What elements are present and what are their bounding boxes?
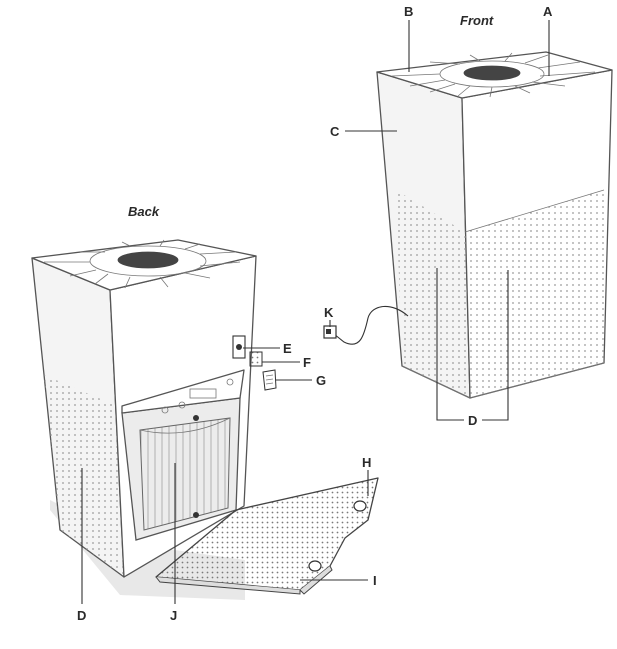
power-cable (323, 305, 409, 345)
view-title-front: Front (460, 13, 494, 28)
callout-e: E (283, 341, 292, 356)
callout-k: K (324, 305, 334, 320)
view-title-back: Back (128, 204, 160, 219)
callout-i: I (373, 573, 377, 588)
callout-d-back: D (77, 608, 86, 623)
callout-j: J (170, 608, 177, 623)
callout-c: C (330, 124, 340, 139)
callout-b: B (404, 4, 413, 19)
callout-h: H (362, 455, 371, 470)
front-top-grille (391, 52, 596, 98)
back-top-grille (44, 239, 241, 289)
callout-d-front: D (468, 413, 477, 428)
front-purifier (376, 51, 613, 399)
callout-f: F (303, 355, 311, 370)
callout-a: A (543, 4, 553, 19)
callout-g: G (316, 373, 326, 388)
leader-lines (81, 20, 550, 604)
rear-cover (155, 477, 379, 595)
